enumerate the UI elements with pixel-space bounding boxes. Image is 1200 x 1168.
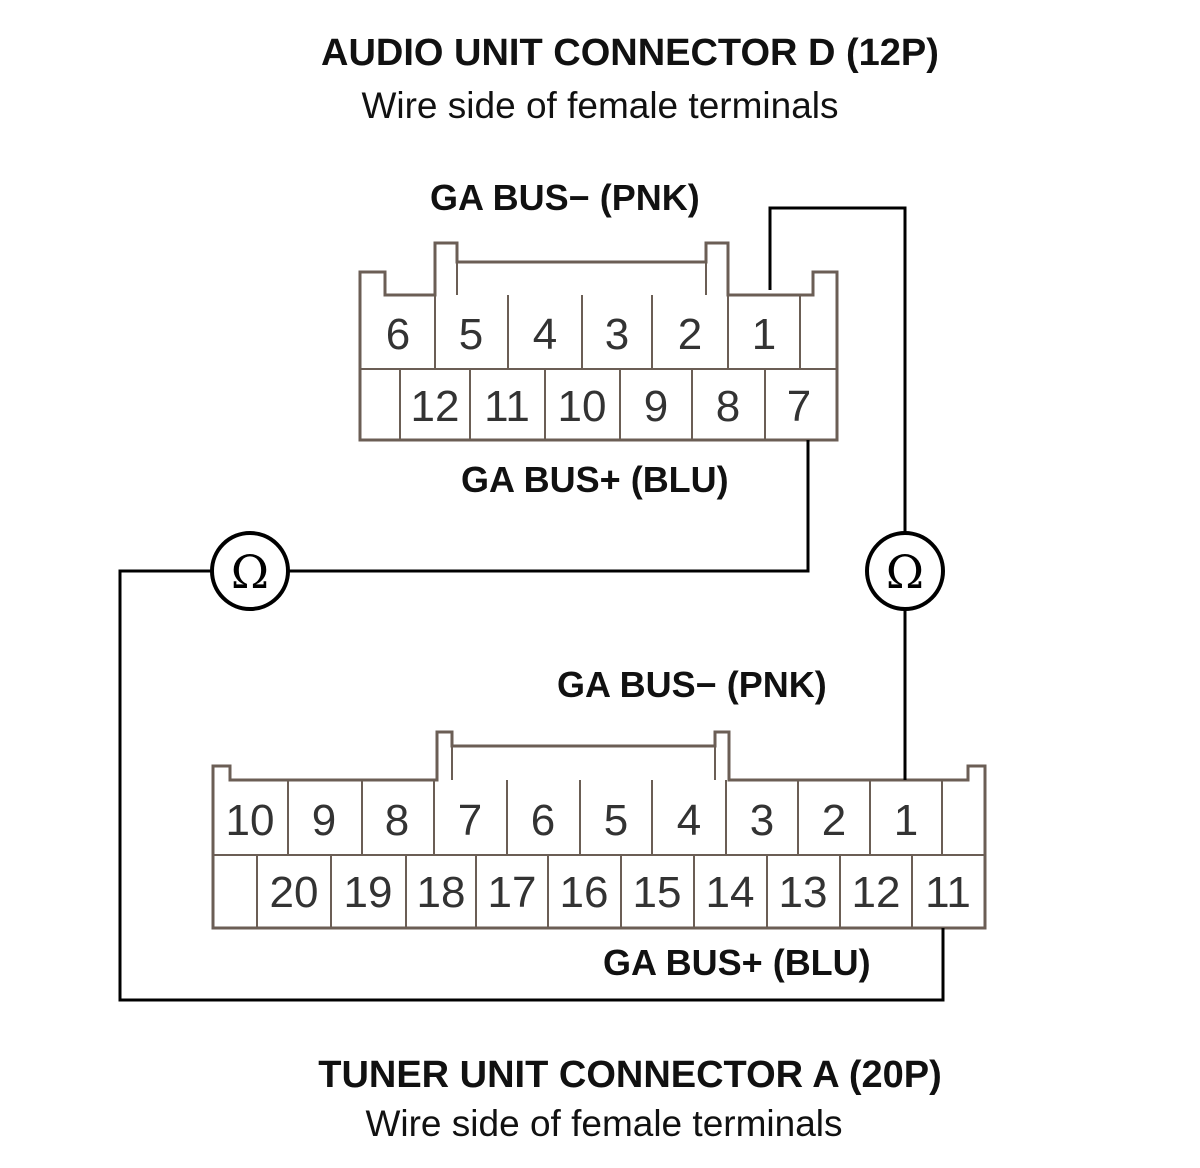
left-ohmmeter: Ω	[210, 531, 290, 611]
a-pin-20: 20	[270, 868, 319, 917]
a-pin-14: 14	[706, 868, 755, 917]
a-pin-17: 17	[488, 868, 537, 917]
a-pin-16: 16	[560, 868, 609, 917]
ohmmeter-icon: Ω	[231, 545, 269, 599]
audio-connector-subtitle: Wire side of female terminals	[361, 85, 838, 126]
d-pin-5: 5	[459, 310, 483, 359]
tuner-connector-subtitle: Wire side of female terminals	[365, 1103, 842, 1144]
tuner-connector-a: 10 9 8 7 6 5 4 3 2 1 20 19 18 17 16 15 1…	[211, 730, 987, 930]
a-pin-9: 9	[312, 796, 336, 845]
a-pin-1: 1	[894, 796, 918, 845]
d-pin-9: 9	[644, 382, 668, 431]
a-pin-11: 11	[925, 868, 971, 917]
blu-wire-lower	[118, 569, 945, 1002]
a-ga-bus-plus-label: GA BUS+ (BLU)	[603, 942, 871, 983]
a-pin-10: 10	[226, 796, 275, 845]
a-pin-12: 12	[852, 868, 901, 917]
audio-connector-d: 6 5 4 3 2 1 12 11 10 9 8 7	[358, 241, 839, 442]
tuner-connector-title: TUNER UNIT CONNECTOR A (20P)	[318, 1054, 942, 1096]
right-ohmmeter: Ω	[865, 531, 945, 611]
d-pin-8: 8	[716, 382, 740, 431]
a-pin-8: 8	[385, 796, 409, 845]
d-pin-1: 1	[752, 310, 776, 359]
d-pin-6: 6	[386, 310, 410, 359]
audio-connector-title: AUDIO UNIT CONNECTOR D (12P)	[321, 32, 939, 74]
a-pin-19: 19	[344, 868, 393, 917]
d-pin-4: 4	[533, 310, 557, 359]
a-ga-bus-minus-label: GA BUS− (PNK)	[557, 664, 827, 705]
pnk-wire-upper	[768, 206, 907, 532]
d-ga-bus-minus-label: GA BUS− (PNK)	[430, 177, 700, 218]
d-pin-2: 2	[678, 310, 702, 359]
a-pin-2: 2	[822, 796, 846, 845]
a-pin-18: 18	[417, 868, 466, 917]
a-pin-5: 5	[604, 796, 628, 845]
a-pin-3: 3	[750, 796, 774, 845]
a-pin-7: 7	[458, 796, 482, 845]
d-ga-bus-plus-label: GA BUS+ (BLU)	[461, 459, 729, 500]
a-pin-13: 13	[779, 868, 828, 917]
d-pin-12: 12	[411, 382, 460, 431]
ohmmeter-icon: Ω	[886, 545, 924, 599]
a-pin-15: 15	[633, 868, 682, 917]
d-pin-3: 3	[605, 310, 629, 359]
a-pin-6: 6	[531, 796, 555, 845]
d-pin-7: 7	[787, 382, 811, 431]
blu-wire-upper	[288, 440, 810, 573]
d-pin-11: 11	[484, 382, 530, 431]
d-pin-10: 10	[558, 382, 607, 431]
a-pin-4: 4	[677, 796, 701, 845]
